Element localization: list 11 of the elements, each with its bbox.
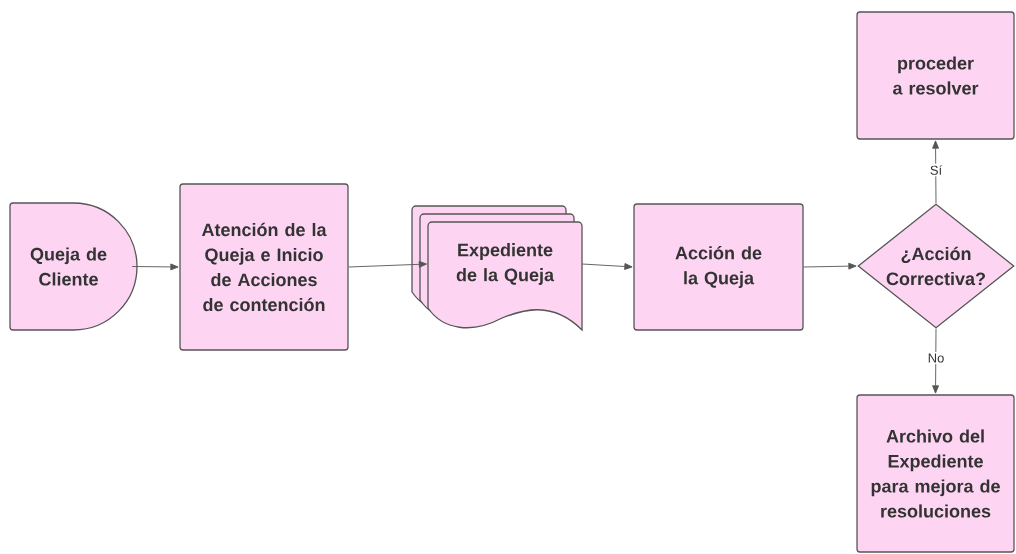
process-box: Archivo del Expediente para mejora de resoluciones — [856, 394, 1015, 553]
arrow — [932, 140, 939, 204]
arrow — [131, 263, 179, 271]
arrow — [581, 263, 633, 270]
arrow — [348, 260, 427, 268]
process-box: Atención de la Queja e Inicio de Acciones de contención — [179, 183, 349, 351]
document-stack: Expediente de la Queja — [411, 205, 583, 331]
arrow — [932, 328, 939, 394]
process-box: proceder a resolver — [856, 11, 1015, 140]
arrow — [803, 262, 857, 270]
process-box: Acción de la Queja — [633, 203, 804, 331]
